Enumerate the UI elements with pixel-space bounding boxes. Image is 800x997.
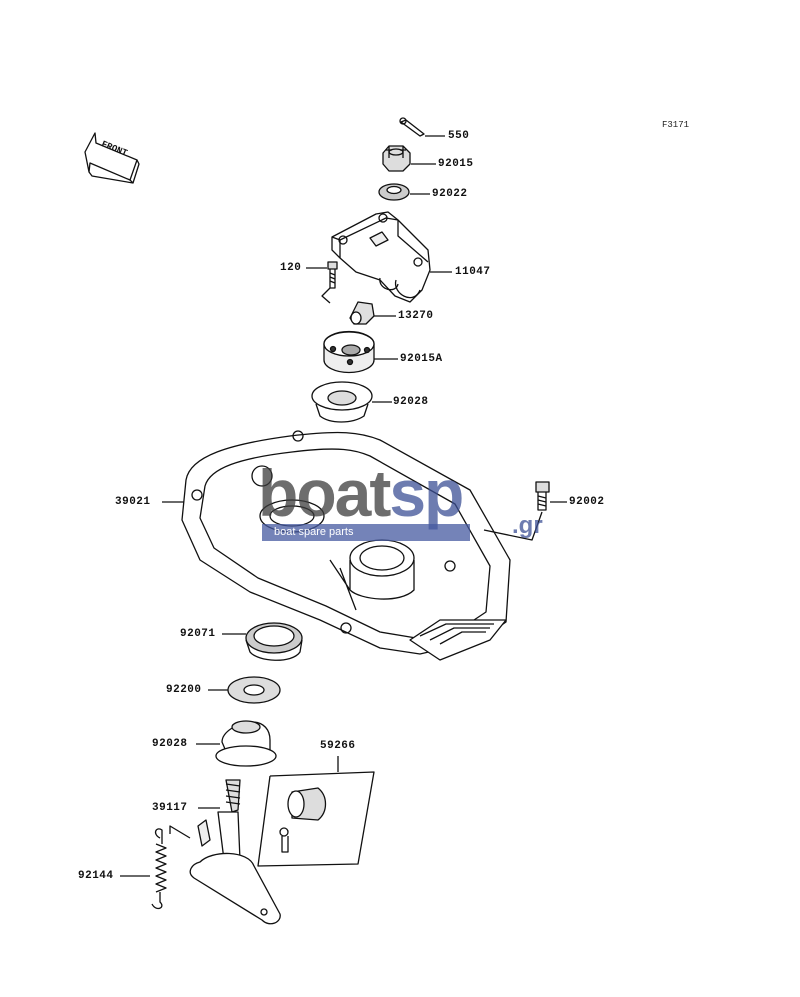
kit-59266 <box>257 756 375 867</box>
clip-13270 <box>349 301 396 325</box>
bracket-11047 <box>331 211 452 303</box>
seal-92071 <box>222 622 303 661</box>
part-label-92015: 92015 <box>438 158 474 170</box>
part-label-11047: 11047 <box>455 266 491 278</box>
shaft-lever-39117 <box>169 779 281 925</box>
part-label-92200: 92200 <box>166 684 202 696</box>
part-label-13270: 13270 <box>398 310 434 322</box>
part-label-92071: 92071 <box>180 628 216 640</box>
bushing-92028-upper <box>311 381 392 423</box>
bolt-92002 <box>483 481 567 541</box>
part-label-92028-upper: 92028 <box>393 396 429 408</box>
part-label-92002: 92002 <box>569 496 605 508</box>
nut-92015A <box>323 330 398 374</box>
front-label: FRONT <box>100 139 129 159</box>
front-arrow-icon <box>84 132 140 184</box>
part-label-39021: 39021 <box>115 496 151 508</box>
part-label-92022: 92022 <box>432 188 468 200</box>
castle-nut-92015 <box>382 145 436 172</box>
watermark-brand-main: boat <box>258 456 391 530</box>
spring-92144 <box>120 828 167 910</box>
cotter-pin-550 <box>399 117 445 137</box>
washer-92022 <box>378 183 430 201</box>
figure-code: F3171 <box>662 120 690 130</box>
part-label-120: 120 <box>280 262 302 274</box>
bolt-120 <box>306 261 338 304</box>
watermark-tagline: boat spare parts <box>262 524 470 541</box>
part-label-92028-lower: 92028 <box>152 738 188 750</box>
watermark-brand: boatsp <box>258 455 464 531</box>
part-label-59266: 59266 <box>320 740 356 752</box>
part-label-550: 550 <box>448 130 470 142</box>
bushing-92028-lower <box>196 720 277 767</box>
part-label-92015A: 92015A <box>400 353 443 365</box>
watermark-suffix: .gr <box>512 512 543 539</box>
part-label-92144: 92144 <box>78 870 114 882</box>
plate-39021 <box>162 430 511 661</box>
part-label-39117: 39117 <box>152 802 188 814</box>
washer-92200 <box>208 676 281 704</box>
watermark-brand-accent: sp <box>389 456 464 530</box>
